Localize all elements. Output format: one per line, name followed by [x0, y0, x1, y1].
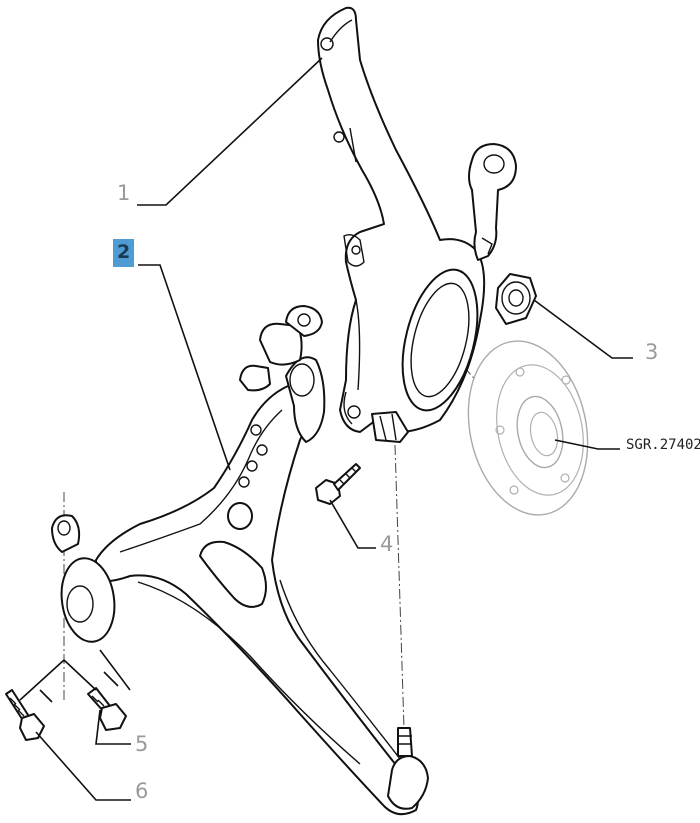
- callout-2: 2: [113, 239, 135, 267]
- callout-5: 5: [135, 732, 149, 756]
- steering-arm: [468, 143, 517, 261]
- callout-4: 4: [380, 532, 394, 556]
- bolt-part-6: [5, 689, 45, 741]
- bolt-part-4: [315, 463, 361, 505]
- hub-nut: [495, 273, 537, 325]
- leader-lines: [35, 57, 633, 801]
- callout-6: 6: [135, 779, 149, 803]
- bolt-guide-lines: [19, 649, 131, 703]
- reference-code: SGR.27402: [626, 437, 700, 453]
- wheel-hub: [467, 340, 589, 516]
- callout-3: 3: [645, 340, 659, 364]
- lower-control-arm: [51, 305, 429, 816]
- steering-knuckle: [317, 6, 486, 443]
- bolt-part-5: [87, 687, 127, 731]
- callout-1: 1: [117, 181, 131, 205]
